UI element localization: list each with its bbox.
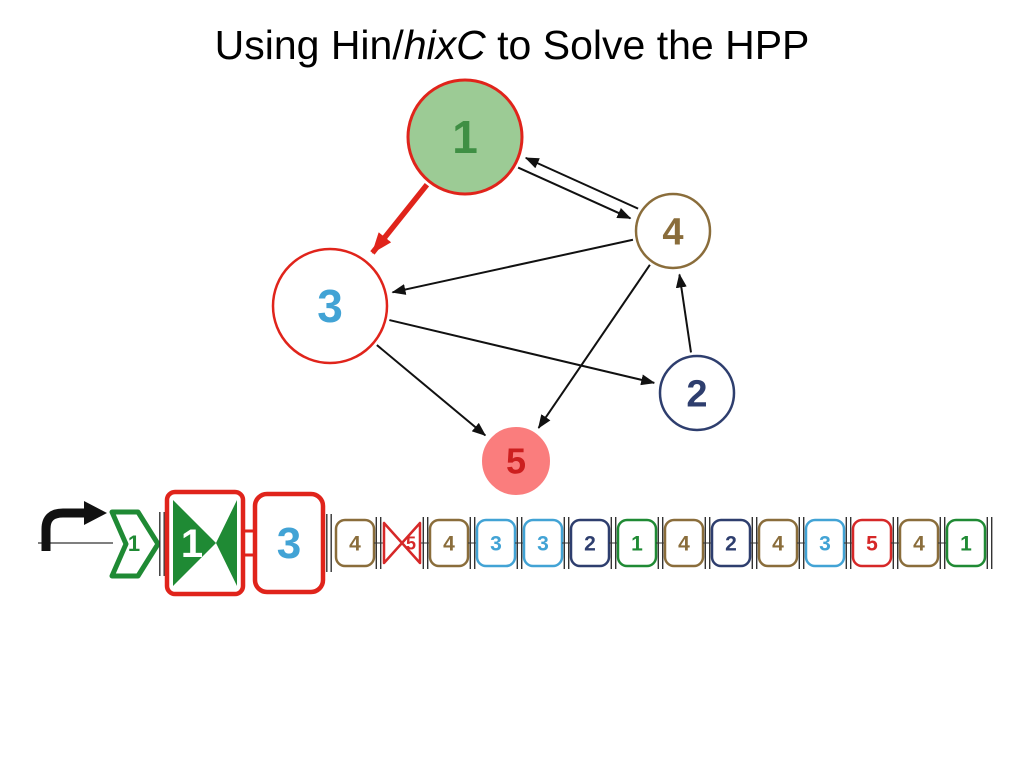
strand-segment: 4 (421, 517, 470, 569)
segment-label: 4 (772, 533, 784, 556)
hixc-site (986, 517, 993, 569)
title-suffix: to Solve the HPP (485, 22, 810, 68)
strand-segment: 4 (656, 517, 705, 569)
segment-label: 4 (443, 533, 455, 556)
strand-big-segment-1: 1 (164, 489, 246, 597)
graph-node-3 (271, 247, 389, 365)
hixc-site (610, 517, 617, 569)
hixc-site (751, 517, 758, 569)
segment-box (945, 518, 987, 568)
graph-node-4 (634, 192, 712, 270)
segment-label: 3 (819, 533, 831, 556)
hixc-site (516, 517, 523, 569)
strand-segment: 5 (844, 517, 893, 569)
hixc-site (939, 517, 946, 569)
strand-big-segment-3: 3 (252, 491, 326, 595)
hixc-site (422, 517, 429, 569)
graph-edge-4-5 (537, 264, 651, 429)
graph-node-label-1: 1 (452, 111, 478, 163)
promoter-arrowhead (84, 501, 107, 525)
title-prefix: Using Hin/ (214, 22, 404, 68)
segment-label: 2 (725, 533, 737, 556)
strand-segment: 1 (609, 517, 658, 569)
segment-label: 5 (406, 534, 416, 554)
hixc-site (845, 517, 852, 569)
promoter-arrow (41, 501, 107, 551)
strand-segment: 4 (750, 517, 799, 569)
hixc-site (326, 514, 332, 572)
hixc-site (159, 512, 165, 576)
graph-node-label-5: 5 (506, 441, 526, 482)
segment-label: 2 (584, 533, 596, 556)
segment-label: 4 (678, 533, 690, 556)
graph-edge-3-2 (389, 319, 656, 386)
strand-segment: 3 (468, 517, 517, 569)
title-italic: hixC (403, 22, 486, 68)
big-segment-label: 1 (181, 522, 203, 566)
hixc-site (469, 517, 476, 569)
segment-label: 1 (960, 533, 972, 556)
segment-bowtie-right (400, 521, 422, 565)
strand-big-segment-chevron: 1 (109, 509, 161, 579)
graph-edge-4-3 (391, 238, 634, 295)
hixc-site (704, 517, 711, 569)
strand-segment: 1 (938, 517, 987, 569)
dna-strand: 1 1 3 4 5 4 3 3 2 1 4 2 4 3 5 4 1 (38, 489, 993, 597)
bowtie-right-triangle (216, 500, 237, 586)
hixc-site (657, 517, 664, 569)
strand-segment: 3 (797, 517, 846, 569)
graph-edge-4-1 (524, 156, 639, 210)
graph-node-1 (406, 78, 524, 196)
strand-segment: 3 (515, 517, 564, 569)
segment-label: 1 (631, 533, 643, 556)
graph-edge-1-3 (370, 182, 430, 255)
strand-segment: 4 (334, 518, 376, 568)
graph-node-2 (658, 354, 736, 432)
segment-label: 5 (866, 533, 878, 556)
big-segment-label: 3 (277, 519, 301, 568)
hixc-site (375, 517, 382, 569)
segment-label: 3 (490, 533, 502, 556)
graph-node-label-4: 4 (662, 211, 683, 253)
hixc-site (563, 517, 570, 569)
graph-edge-3-5 (376, 344, 487, 437)
strand-segment: 2 (703, 517, 752, 569)
graph-node-5 (482, 427, 550, 495)
bowtie-left-triangle (173, 500, 216, 586)
slide-title: Using Hin/hixC to Solve the HPP (0, 22, 1024, 69)
strand-segment: 5 (374, 517, 422, 569)
hixc-site (892, 517, 899, 569)
segment-label: 3 (537, 533, 549, 556)
hixc-site (798, 517, 805, 569)
graph-node-label-2: 2 (686, 373, 707, 415)
big-segment-box (252, 491, 326, 595)
graph-edge-1-4 (517, 166, 632, 220)
graph-edge-2-4 (675, 273, 692, 353)
segment-label: 4 (913, 533, 925, 556)
segment-bowtie-left (382, 521, 404, 565)
strand-segment: 2 (562, 517, 611, 569)
graph-node-label-3: 3 (317, 280, 343, 332)
graph: 1 4 3 2 5 (271, 78, 736, 495)
segment-label: 4 (349, 533, 361, 556)
chevron-label: 1 (128, 531, 140, 556)
strand-segment: 4 (891, 517, 940, 569)
chevron-shape (109, 509, 161, 579)
promoter-stem (41, 508, 86, 551)
